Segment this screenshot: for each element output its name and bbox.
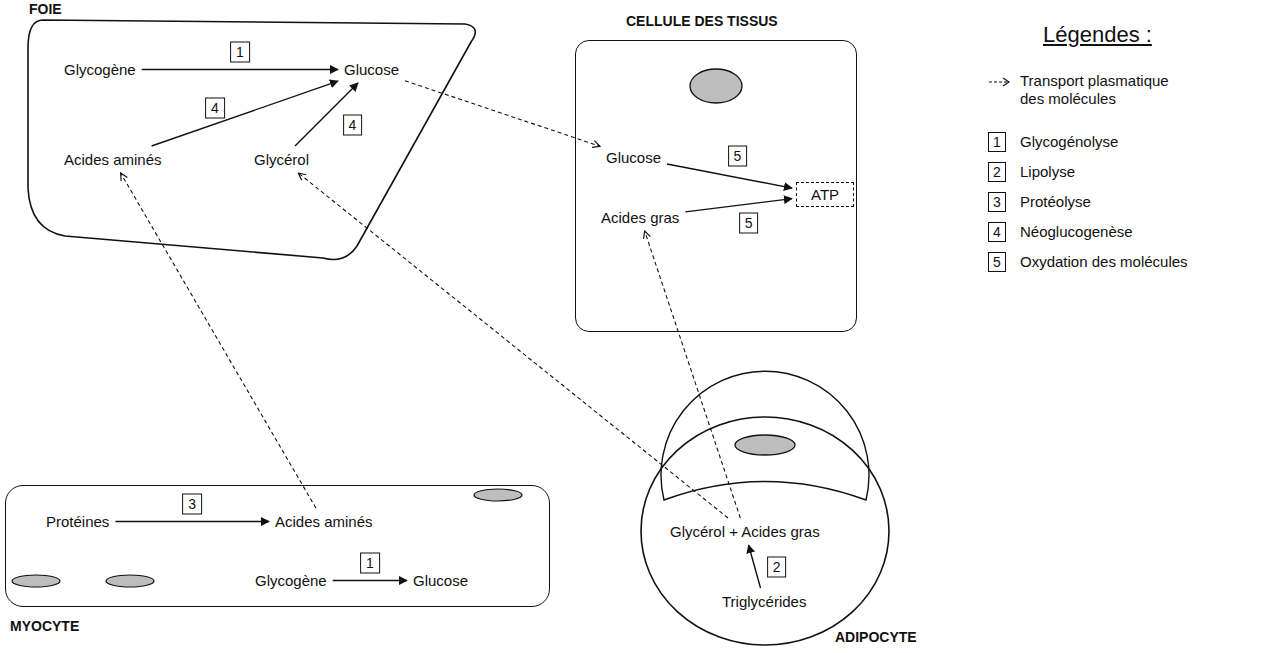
dashed-line xyxy=(989,81,1008,82)
molecule-name: Glycérol + Acides gras xyxy=(670,523,820,540)
reaction-arrow xyxy=(142,69,338,70)
molecule-name: Acides aminés xyxy=(64,151,162,168)
molecule: Glycogène xyxy=(253,571,329,590)
molecule-name: Glucose xyxy=(606,149,661,166)
legend-number: 1 xyxy=(988,132,1006,152)
atp-box: ATP xyxy=(796,182,854,207)
legend-heading: Légendes : xyxy=(1043,22,1152,48)
molecule: Acides aminés xyxy=(62,150,164,169)
liver-organ: FOIEGlycogèneGlucoseAcides aminésGlycéro… xyxy=(25,18,480,268)
legend-number: 2 xyxy=(988,162,1006,182)
step-number: 4 xyxy=(343,114,363,135)
step-number: 5 xyxy=(728,146,748,167)
container-heading: FOIE xyxy=(29,1,62,17)
legend-sample xyxy=(988,76,1012,88)
legend-number: 3 xyxy=(988,192,1006,212)
molecule: Glucose xyxy=(604,148,663,167)
arrow-head xyxy=(1003,78,1009,86)
adipocyte-cell: ADIPOCYTEGlycérol + Acides grasTriglycér… xyxy=(640,415,890,647)
molecule: Acides gras xyxy=(599,208,681,227)
molecule: Acides aminés xyxy=(273,512,375,531)
lipid-droplet xyxy=(661,371,869,500)
step-number: 5 xyxy=(739,213,759,234)
molecule: Glycérol xyxy=(252,150,311,169)
legend-text: Transport plasmatique des molécules xyxy=(1020,72,1180,108)
molecule: Glycogène xyxy=(62,60,138,79)
myocyte-cell: MYOCYTEProtéinesAcides aminésGlycogèneGl… xyxy=(5,485,550,607)
tissue-cell: CELLULE DES TISSUSGlucoseATPAcides gras xyxy=(575,40,857,332)
molecule-name: Glycogène xyxy=(255,572,327,589)
molecule-name: Triglycérides xyxy=(722,593,806,610)
transport-arrow xyxy=(645,231,741,518)
nucleus xyxy=(690,69,742,103)
container-heading: CELLULE DES TISSUS xyxy=(626,13,778,29)
liver-outline xyxy=(28,20,475,260)
molecule-name: Glycogène xyxy=(64,61,136,78)
molecule-name: Protéines xyxy=(46,513,109,530)
nucleus xyxy=(474,489,522,501)
molecule-name: Glucose xyxy=(344,61,399,78)
transport-arrow xyxy=(121,173,316,508)
legend-text: Protéolyse xyxy=(1020,193,1091,211)
molecule: Glucose xyxy=(342,60,401,79)
liver-outline xyxy=(25,18,480,268)
transport-arrow xyxy=(405,81,600,146)
nucleus xyxy=(735,435,795,455)
reaction-arrow xyxy=(333,580,407,581)
step-number: 2 xyxy=(767,556,787,577)
nucleus xyxy=(106,575,154,587)
cell-membrane xyxy=(641,417,889,645)
molecule: Glycérol + Acides gras xyxy=(668,522,822,541)
reaction-arrow xyxy=(115,521,269,522)
reaction-arrow xyxy=(152,81,338,146)
container-heading: ADIPOCYTE xyxy=(835,629,917,645)
legend-text: Oxydation des molécules xyxy=(1020,253,1188,271)
legend-number: 4 xyxy=(988,222,1006,242)
molecule: Protéines xyxy=(44,512,111,531)
reaction-arrow xyxy=(749,545,761,588)
step-number: 3 xyxy=(182,493,202,514)
molecule-name: Acides aminés xyxy=(275,513,373,530)
molecule: Triglycérides xyxy=(720,592,808,611)
step-number: 1 xyxy=(360,552,380,573)
atp-text: ATP xyxy=(811,186,839,203)
legend-number: 5 xyxy=(988,252,1006,272)
molecule-name: Glucose xyxy=(413,572,468,589)
step-number: 1 xyxy=(230,41,250,62)
molecule-name: Acides gras xyxy=(601,209,679,226)
legend-text: Glycogénolyse xyxy=(1020,133,1118,151)
nucleus xyxy=(12,575,60,587)
reaction-arrow xyxy=(685,199,792,212)
container-heading: MYOCYTE xyxy=(10,618,79,634)
molecule: Glucose xyxy=(411,571,470,590)
molecule-name: Glycérol xyxy=(254,151,309,168)
legend-text: Néoglucogenèse xyxy=(1020,223,1133,241)
reaction-arrow xyxy=(667,164,792,188)
legend-text: Lipolyse xyxy=(1020,163,1075,181)
step-number: 4 xyxy=(205,97,225,118)
